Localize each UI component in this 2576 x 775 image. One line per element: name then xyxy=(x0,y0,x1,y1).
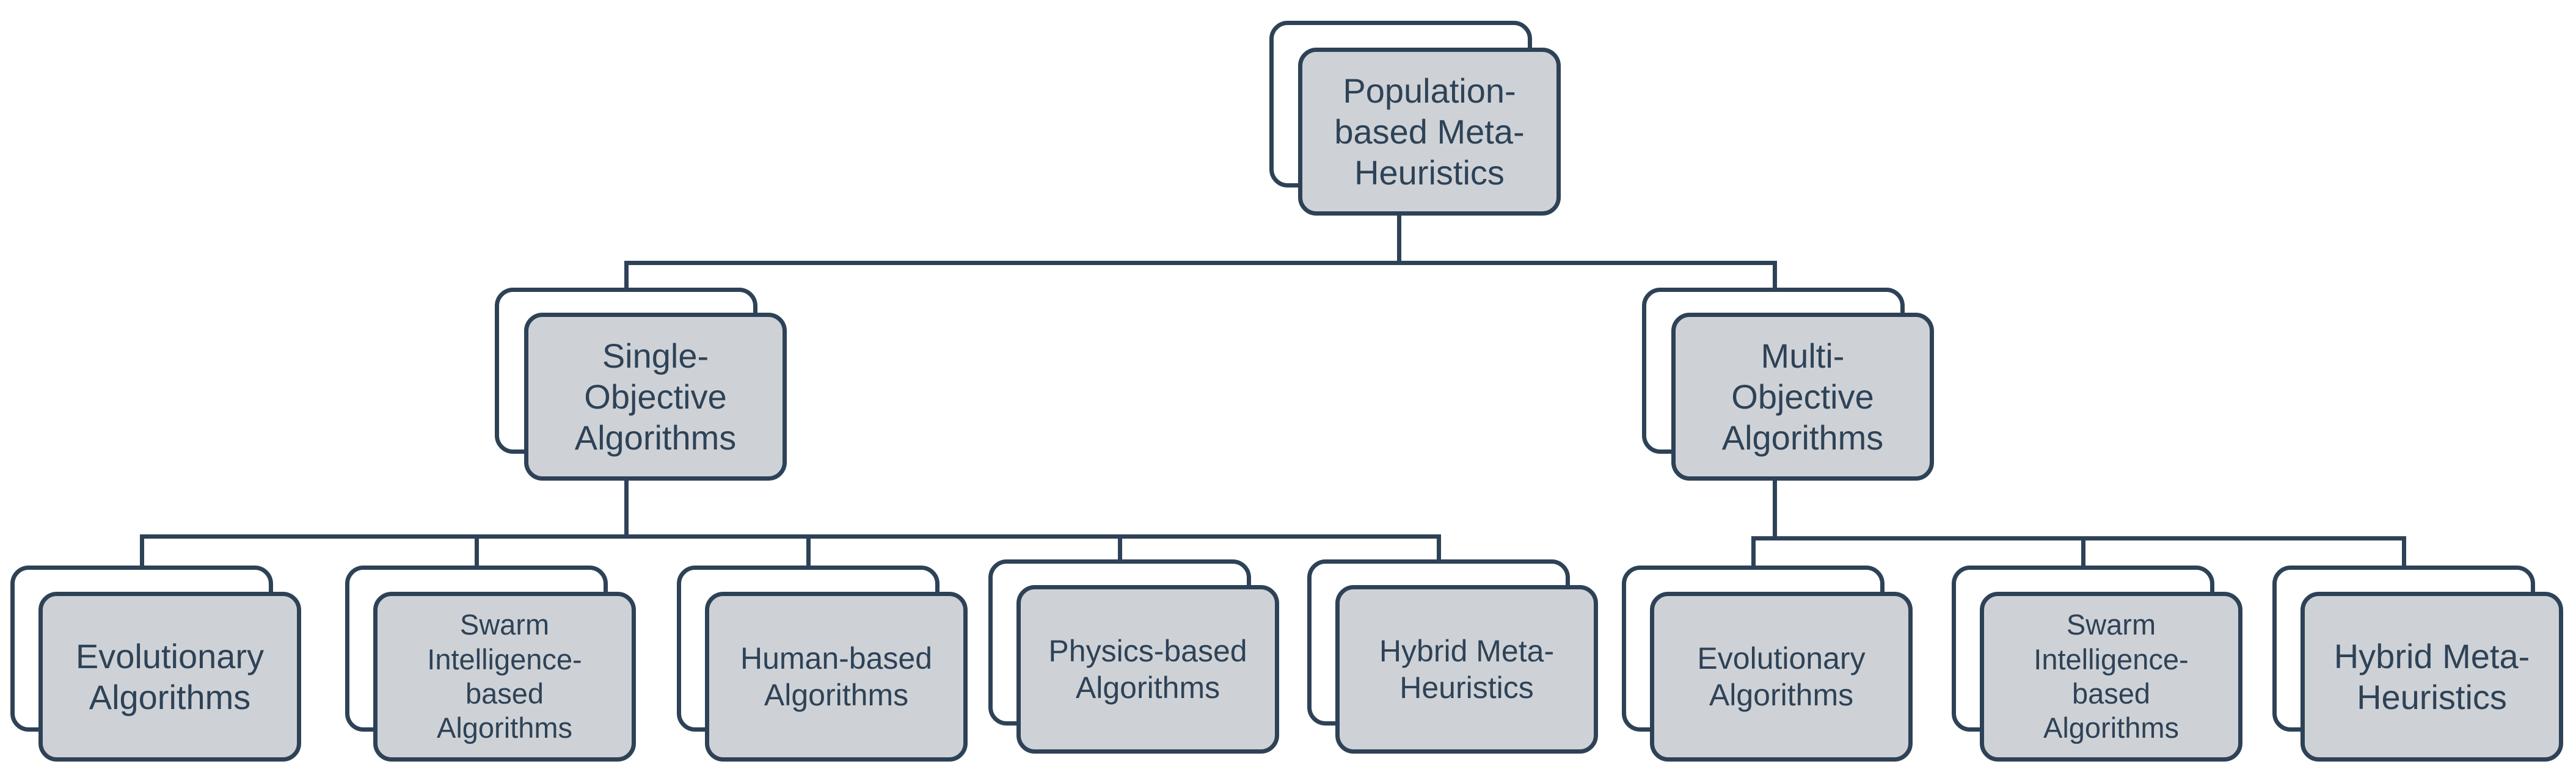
multi-objective-node: Multi- Objective Algorithms xyxy=(1671,313,1934,481)
connector-multi-down xyxy=(1773,479,1777,540)
connector-multi-horizontal xyxy=(1751,536,2406,540)
single-objective-label: Single- Objective Algorithms xyxy=(574,336,737,457)
connector-root-down xyxy=(1397,214,1401,265)
evolutionary-mo-node: Evolutionary Algorithms xyxy=(1650,592,1913,762)
evolutionary-so-node: Evolutionary Algorithms xyxy=(38,592,301,762)
physics-based-label: Physics-based Algorithms xyxy=(1048,634,1247,705)
connector-to-swarm-mo xyxy=(2081,536,2085,567)
hybrid-mo-node: Hybrid Meta- Heuristics xyxy=(2301,592,2563,762)
connector-to-physics-based xyxy=(1118,534,1122,562)
swarm-mo-label: Swarm Intelligence- based Algorithms xyxy=(2034,608,2189,744)
evolutionary-mo-label: Evolutionary Algorithms xyxy=(1697,641,1866,712)
connector-level1-horizontal xyxy=(624,261,1777,265)
connector-single-down xyxy=(624,479,629,539)
swarm-so-label: Swarm Intelligence- based Algorithms xyxy=(427,608,582,744)
physics-based-node: Physics-based Algorithms xyxy=(1016,585,1279,754)
hybrid-so-node: Hybrid Meta- Heuristics xyxy=(1335,585,1598,754)
connector-to-evolutionary-so xyxy=(140,534,144,567)
root-node-label: Population- based Meta- Heuristics xyxy=(1334,71,1525,192)
multi-objective-label: Multi- Objective Algorithms xyxy=(1721,336,1884,457)
connector-to-hybrid-mo xyxy=(2402,536,2406,567)
connector-single-horizontal xyxy=(140,534,1441,539)
single-objective-node: Single- Objective Algorithms xyxy=(524,313,787,481)
swarm-so-node: Swarm Intelligence- based Algorithms xyxy=(373,592,636,762)
swarm-mo-node: Swarm Intelligence- based Algorithms xyxy=(1980,592,2242,762)
human-based-label: Human-based Algorithms xyxy=(740,641,933,712)
connector-to-swarm-so xyxy=(475,534,479,567)
evolutionary-so-label: Evolutionary Algorithms xyxy=(75,636,265,716)
hybrid-mo-label: Hybrid Meta- Heuristics xyxy=(2333,636,2530,716)
hybrid-so-label: Hybrid Meta- Heuristics xyxy=(1379,634,1555,705)
connector-to-evolutionary-mo xyxy=(1751,536,1756,567)
connector-to-hybrid-so xyxy=(1437,534,1441,562)
root-node: Population- based Meta- Heuristics xyxy=(1298,48,1561,216)
connector-to-human-based xyxy=(806,534,811,567)
human-based-node: Human-based Algorithms xyxy=(705,592,968,762)
